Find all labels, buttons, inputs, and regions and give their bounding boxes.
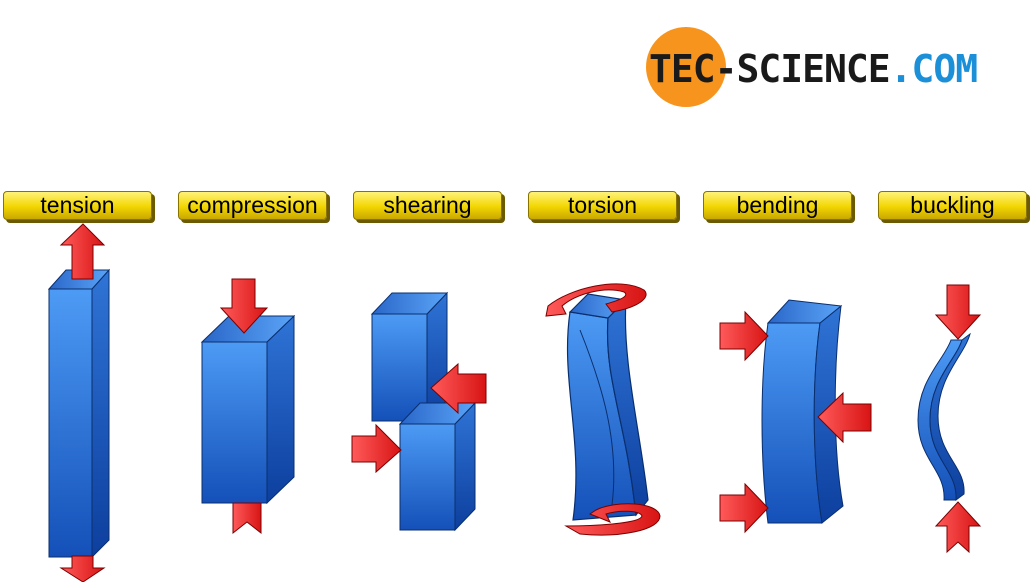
logo-text-dark: TEC-SCIENCE [649, 47, 891, 91]
label-compression: compression [178, 191, 327, 220]
bending-arrow-right [817, 391, 872, 444]
bending-arrow-top-left [719, 310, 769, 362]
shearing-upper-block [370, 291, 449, 423]
label-buckling: buckling [878, 191, 1027, 220]
logo-text-blue: .COM [889, 47, 979, 91]
buckling-arrow-top [934, 284, 982, 340]
tec-science-logo: TEC-SCIENCE.COM [640, 25, 1020, 111]
shearing-lower-block [398, 401, 477, 532]
tension-arrow-bottom [59, 555, 106, 582]
tension-arrow-top [59, 223, 106, 280]
torsion-arrow-bottom [564, 503, 661, 536]
buckling-arrow-bottom [934, 501, 982, 554]
torsion-beam [566, 293, 649, 521]
logo-text: TEC-SCIENCE.COM [649, 47, 979, 91]
label-tension: tension [3, 191, 152, 220]
label-shearing: shearing [353, 191, 502, 220]
label-bending: bending [703, 191, 852, 220]
logo-circle [646, 27, 726, 107]
compression-arrow-bottom [232, 502, 262, 535]
compression-arrow-top [219, 278, 269, 334]
buckling-beam [917, 332, 971, 502]
bending-arrow-bottom-left [719, 482, 769, 534]
shearing-arrow-right [430, 362, 487, 415]
shearing-arrow-left [351, 423, 402, 474]
torsion-arrow-top [545, 283, 647, 317]
label-torsion: torsion [528, 191, 677, 220]
tension-beam [47, 268, 111, 559]
compression-beam [200, 314, 296, 505]
